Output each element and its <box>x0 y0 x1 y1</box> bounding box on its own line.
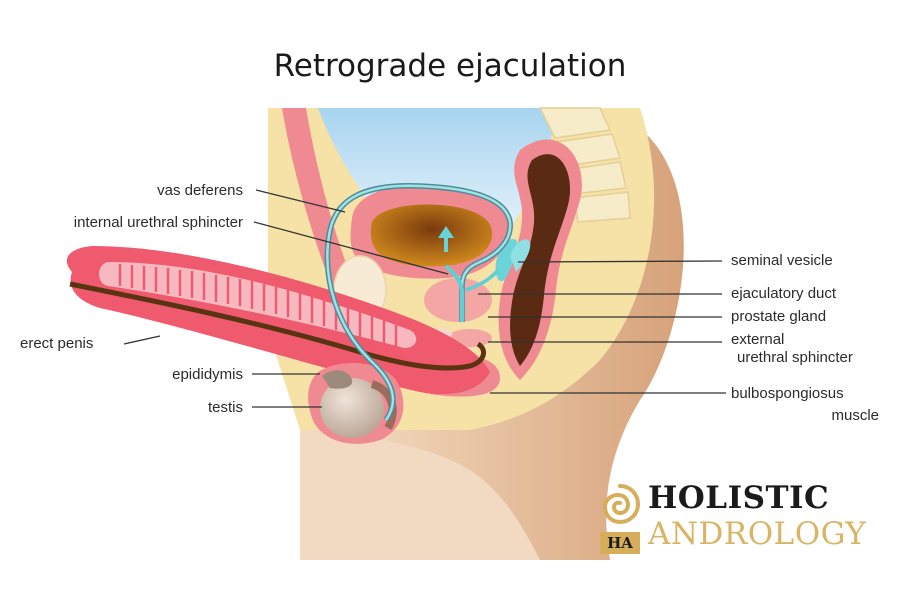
label-internal-urethral-sphincter: internal urethral sphincter <box>74 214 243 231</box>
label-testis: testis <box>208 399 243 416</box>
label-prostate-gland: prostate gland <box>731 308 826 325</box>
rectum-lumen <box>510 154 571 366</box>
label-external-sphincter-line2: urethral sphincter <box>737 349 853 366</box>
logo-word-andrology: ANDROLOGY <box>648 516 867 552</box>
retrograde-arrow <box>438 226 454 252</box>
holistic-andrology-logo: HA HOLISTIC ANDROLOGY <box>596 480 896 560</box>
prostate-gland <box>424 278 492 322</box>
ejaculatory-duct <box>444 264 464 322</box>
label-bulbospongiosus-line1: bulbospongiosus <box>731 385 844 402</box>
logo-badge: HA <box>600 532 640 554</box>
abdominal-wall <box>282 108 360 310</box>
seminal-vesicle-2 <box>510 239 531 272</box>
vesicle-duct <box>465 268 500 292</box>
page-title: Retrograde ejaculation <box>273 48 627 84</box>
logo-word-holistic: HOLISTIC <box>648 480 830 516</box>
bladder-urine <box>370 204 493 267</box>
label-vas-deferens: vas deferens <box>157 182 243 199</box>
thigh-region <box>300 420 540 560</box>
label-erect-penis: erect penis <box>20 335 93 352</box>
label-epididymis: epididymis <box>172 366 243 383</box>
testis <box>320 378 384 438</box>
label-bulbospongiosus-line2: muscle <box>831 407 879 424</box>
vas-deferens-inner <box>326 184 512 421</box>
epididymis <box>322 370 353 389</box>
leader-lines <box>123 189 726 408</box>
spiral-icon <box>602 484 641 525</box>
label-external-sphincter-line1: external <box>731 331 784 348</box>
label-ejaculatory-duct: ejaculatory duct <box>731 285 837 302</box>
label-seminal-vesicle: seminal vesicle <box>731 252 833 269</box>
